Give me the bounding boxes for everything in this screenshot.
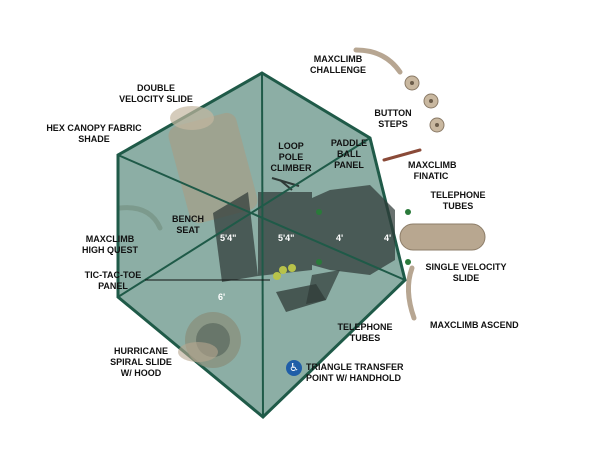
telephone-tube-green — [316, 259, 322, 265]
canopy-spoke — [261, 72, 264, 418]
single-velocity-slide — [399, 223, 486, 251]
label-triangle-transfer-point: TRIANGLE TRANSFER POINT W/ HANDHOLD — [306, 362, 404, 383]
height-deck-right-a: 4' — [336, 233, 343, 243]
height-deck-center: 5'4" — [278, 233, 294, 243]
maxclimb-ascend — [406, 265, 417, 321]
deck-left — [213, 192, 258, 282]
label-paddle-ball-panel: PADDLE BALL PANEL — [330, 138, 368, 170]
telephone-tubes-stair — [306, 270, 340, 304]
telephone-tube-green — [316, 209, 322, 215]
label-maxclimb-high-quest: MAXCLIMB HIGH QUEST — [81, 234, 138, 255]
button-step-center — [435, 123, 439, 127]
height-deck-lower: 6' — [218, 292, 225, 302]
button-step-center — [410, 81, 414, 85]
tic-tac-toe-piece — [273, 272, 281, 280]
height-deck-right-b: 4' — [384, 233, 391, 243]
label-telephone-tubes-right: TELEPHONE TUBES — [430, 190, 486, 211]
canopy-spoke — [117, 154, 406, 281]
telephone-tube-green — [405, 259, 411, 265]
double-velocity-slide-top — [170, 106, 214, 130]
button-step-center — [429, 99, 433, 103]
maxclimb-finatic — [382, 148, 422, 162]
label-maxclimb-ascend: MAXCLIMB ASCEND — [430, 320, 519, 330]
label-double-velocity-slide: DOUBLE VELOCITY SLIDE — [119, 83, 193, 104]
deck-center — [258, 192, 312, 276]
deck-right — [312, 185, 395, 275]
label-single-velocity-slide: SINGLE VELOCITY SLIDE — [425, 262, 507, 283]
double-velocity-slide — [168, 112, 258, 224]
wheelchair-icon: ♿ — [286, 360, 302, 376]
label-hex-canopy: HEX CANOPY FABRIC SHADE — [46, 123, 142, 144]
label-hurricane-spiral-slide: HURRICANE SPIRAL SLIDE W/ HOOD — [110, 346, 172, 378]
label-button-steps: BUTTON STEPS — [374, 108, 412, 129]
tic-tac-toe-piece — [279, 266, 287, 274]
label-maxclimb-challenge: MAXCLIMB CHALLENGE — [310, 54, 366, 75]
height-deck-left: 5'4" — [220, 233, 236, 243]
tic-tac-toe-piece — [288, 264, 296, 272]
label-telephone-tubes-bottom: TELEPHONE TUBES — [337, 322, 393, 343]
label-tic-tac-toe: TIC-TAC-TOE PANEL — [84, 270, 142, 291]
spiral-slide-exit — [178, 342, 218, 362]
label-bench-seat: BENCH SEAT — [171, 214, 204, 235]
telephone-tube-green — [405, 209, 411, 215]
label-maxclimb-finatic: MAXCLIMB FINATIC — [408, 160, 457, 181]
label-loop-pole-climber: LOOP POLE CLIMBER — [270, 141, 312, 173]
maxclimb-challenge-arc — [353, 47, 403, 75]
canopy-spoke — [117, 137, 371, 298]
